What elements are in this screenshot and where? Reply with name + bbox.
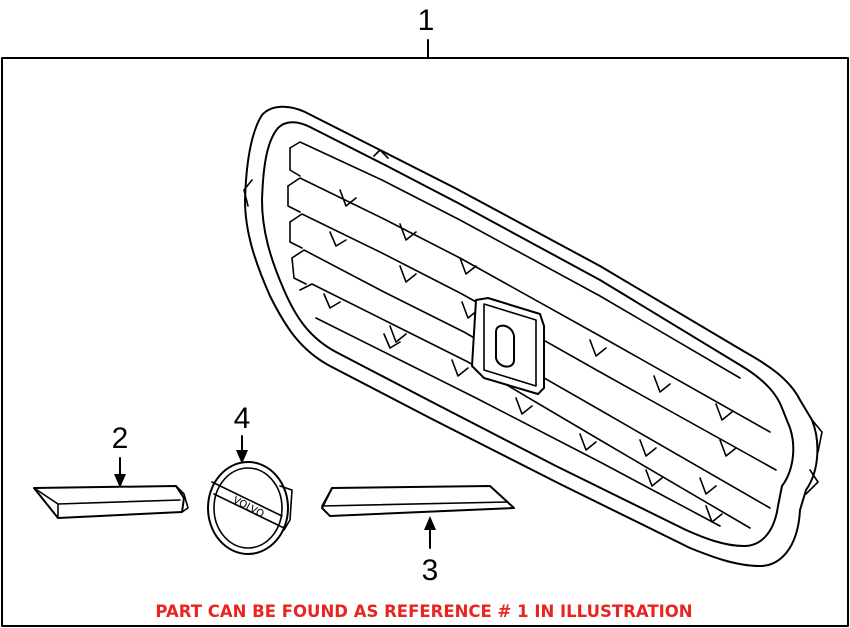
molding-right: [321, 485, 515, 517]
leader-arrow-3: [424, 516, 436, 549]
callout-3: 3: [422, 554, 439, 587]
grille-outer-frame: [244, 105, 819, 567]
leader-arrow-4: [236, 435, 248, 464]
leader-arrow-2: [114, 457, 126, 488]
molding-left: [33, 485, 189, 519]
callout-4: 4: [234, 402, 251, 435]
footer-note: PART CAN BE FOUND AS REFERENCE # 1 IN IL…: [155, 602, 692, 621]
grille-assembly: [243, 105, 823, 567]
grille-inner-frame: [261, 121, 795, 547]
callout-2: 2: [112, 422, 129, 455]
diagram-frame: [1, 39, 849, 627]
volvo-emblem: VOLVO: [207, 461, 293, 555]
callout-1: 1: [418, 4, 435, 37]
